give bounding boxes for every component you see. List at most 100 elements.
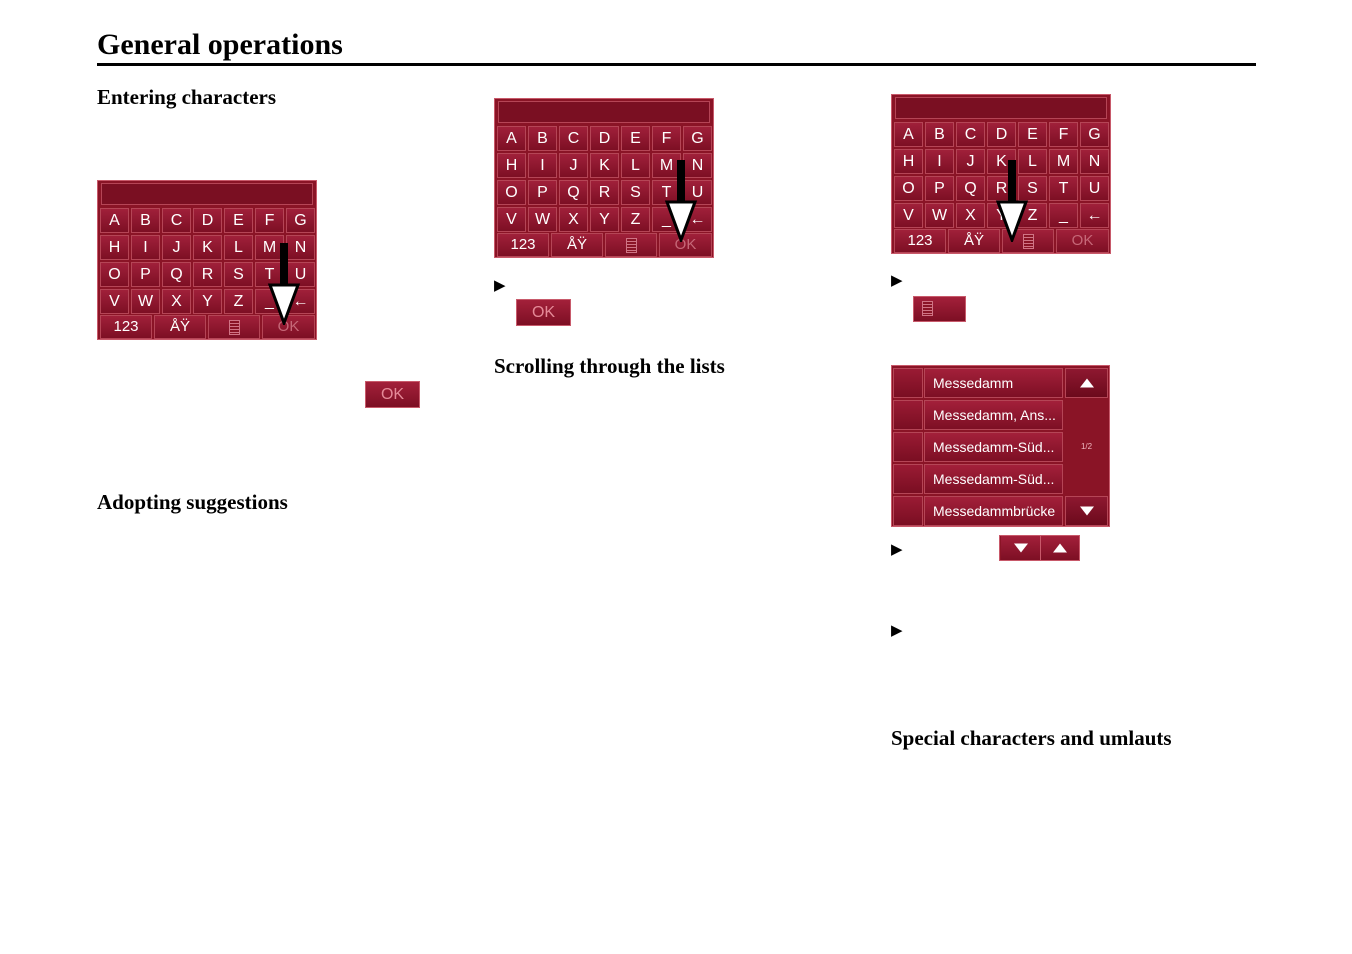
key-q[interactable]: Q <box>162 262 191 287</box>
key-e[interactable]: E <box>621 126 650 151</box>
ok-button[interactable]: OK <box>516 299 571 326</box>
key-s[interactable]: S <box>621 180 650 205</box>
key-m[interactable]: M <box>1049 149 1078 174</box>
key-j[interactable]: J <box>162 235 191 260</box>
key-n[interactable]: N <box>683 153 712 178</box>
key-b[interactable]: B <box>131 208 160 233</box>
key-d[interactable]: D <box>193 208 222 233</box>
special-characters-button[interactable]: ÅŸ <box>948 229 1000 253</box>
key-p[interactable]: P <box>925 176 954 201</box>
key-i[interactable]: I <box>131 235 160 260</box>
scroll-down-button[interactable] <box>1065 496 1108 526</box>
key-b[interactable]: B <box>528 126 557 151</box>
key-h[interactable]: H <box>100 235 129 260</box>
key-m[interactable]: M <box>652 153 681 178</box>
page-indicator: 1/2 <box>1080 442 1093 451</box>
key-z[interactable]: Z <box>224 289 253 314</box>
numbers-button[interactable]: 123 <box>894 229 946 253</box>
key-d[interactable]: D <box>590 126 619 151</box>
key-h[interactable]: H <box>894 149 923 174</box>
key-l[interactable]: L <box>1018 149 1047 174</box>
ok-button[interactable]: OK <box>365 381 420 408</box>
list-button[interactable] <box>913 296 966 322</box>
numbers-button[interactable]: 123 <box>497 233 549 257</box>
key-f[interactable]: F <box>652 126 681 151</box>
key-c[interactable]: C <box>956 122 985 147</box>
key-v[interactable]: V <box>497 207 526 232</box>
key-g[interactable]: G <box>1080 122 1109 147</box>
key-n[interactable]: N <box>286 235 315 260</box>
key-o[interactable]: O <box>497 180 526 205</box>
keyboard-input-field[interactable] <box>101 183 313 205</box>
key-s[interactable]: S <box>224 262 253 287</box>
key-e[interactable]: E <box>1018 122 1047 147</box>
list-button[interactable] <box>605 233 657 257</box>
key-o[interactable]: O <box>894 176 923 201</box>
key-a[interactable]: A <box>894 122 923 147</box>
key-p[interactable]: P <box>131 262 160 287</box>
key-q[interactable]: Q <box>559 180 588 205</box>
list-item[interactable]: Messedamm <box>893 368 1063 398</box>
scroll-up-button[interactable] <box>1065 368 1108 398</box>
key-u[interactable]: U <box>286 262 315 287</box>
key-w[interactable]: W <box>925 203 954 228</box>
key-r[interactable]: R <box>193 262 222 287</box>
key-e[interactable]: E <box>224 208 253 233</box>
key-k[interactable]: K <box>193 235 222 260</box>
key-u[interactable]: U <box>1080 176 1109 201</box>
scroll-down-button[interactable] <box>1001 536 1040 560</box>
key-backspace[interactable]: ← <box>1080 203 1109 228</box>
key-x[interactable]: X <box>559 207 588 232</box>
key-p[interactable]: P <box>528 180 557 205</box>
special-characters-button[interactable]: ÅŸ <box>154 315 206 339</box>
key-n[interactable]: N <box>1080 149 1109 174</box>
triangle-down-icon <box>1079 506 1094 516</box>
key-y[interactable]: Y <box>590 207 619 232</box>
key-l[interactable]: L <box>621 153 650 178</box>
key-i[interactable]: I <box>925 149 954 174</box>
key-h[interactable]: H <box>497 153 526 178</box>
key-v[interactable]: V <box>100 289 129 314</box>
keyboard-input-field[interactable] <box>895 97 1107 119</box>
key-q[interactable]: Q <box>956 176 985 201</box>
key-f[interactable]: F <box>1049 122 1078 147</box>
list-item[interactable]: Messedamm, Ans... <box>893 400 1063 430</box>
key-d[interactable]: D <box>987 122 1016 147</box>
list-button[interactable] <box>208 315 260 339</box>
key-v[interactable]: V <box>894 203 923 228</box>
key-j[interactable]: J <box>559 153 588 178</box>
key-c[interactable]: C <box>162 208 191 233</box>
key-y[interactable]: Y <box>193 289 222 314</box>
key-x[interactable]: X <box>956 203 985 228</box>
key-i[interactable]: I <box>528 153 557 178</box>
list-item[interactable]: Messedamm-Süd... <box>893 464 1063 494</box>
key-t[interactable]: T <box>1049 176 1078 201</box>
key-k[interactable]: K <box>590 153 619 178</box>
key-g[interactable]: G <box>683 126 712 151</box>
key-a[interactable]: A <box>100 208 129 233</box>
special-characters-button[interactable]: ÅŸ <box>551 233 603 257</box>
list-item[interactable]: Messedamm-Süd... <box>893 432 1063 462</box>
keyboard-input-field[interactable] <box>498 101 710 123</box>
scroll-up-button[interactable] <box>1040 536 1079 560</box>
key-b[interactable]: B <box>925 122 954 147</box>
key-w[interactable]: W <box>131 289 160 314</box>
key-t[interactable]: T <box>255 262 284 287</box>
key-a[interactable]: A <box>497 126 526 151</box>
numbers-button[interactable]: 123 <box>100 315 152 339</box>
key-x[interactable]: X <box>162 289 191 314</box>
key-o[interactable]: O <box>100 262 129 287</box>
list-button[interactable] <box>1002 229 1054 253</box>
list-item[interactable]: Messedammbrücke <box>893 496 1063 526</box>
ok-button[interactable]: OK <box>1056 229 1109 253</box>
key-c[interactable]: C <box>559 126 588 151</box>
key-s[interactable]: S <box>1018 176 1047 201</box>
key-l[interactable]: L <box>224 235 253 260</box>
key-w[interactable]: W <box>528 207 557 232</box>
key-g[interactable]: G <box>286 208 315 233</box>
key-z[interactable]: Z <box>621 207 650 232</box>
key-space[interactable]: _ <box>1049 203 1078 228</box>
key-f[interactable]: F <box>255 208 284 233</box>
key-j[interactable]: J <box>956 149 985 174</box>
key-r[interactable]: R <box>590 180 619 205</box>
